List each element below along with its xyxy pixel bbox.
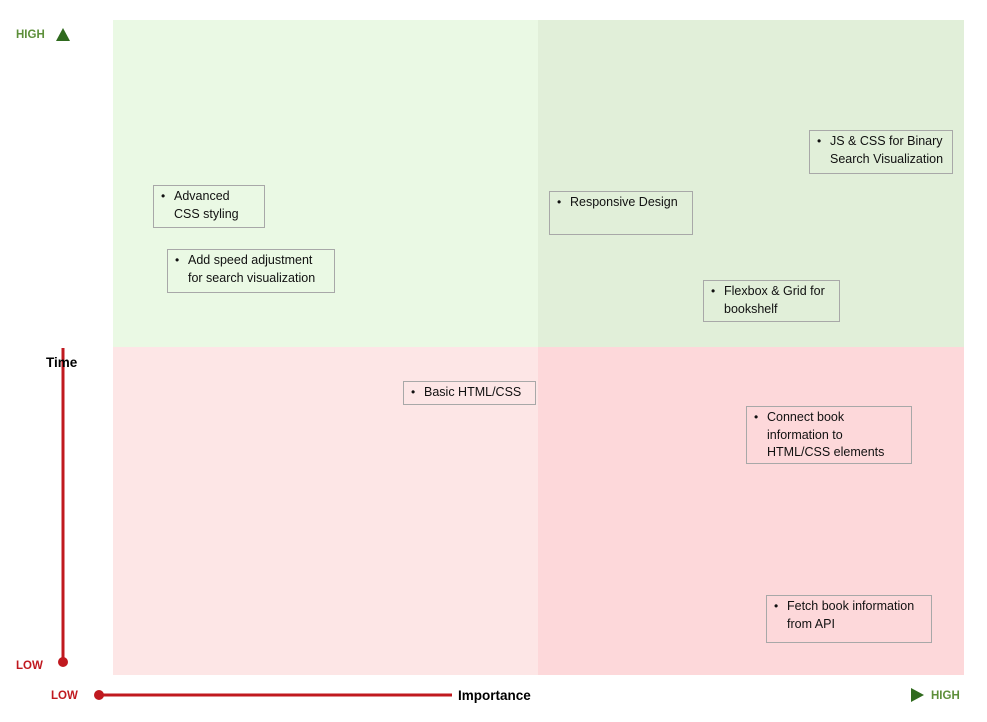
note-fetch-book-information[interactable]: Fetch book information from API xyxy=(766,595,932,643)
note-basic-html-css[interactable]: Basic HTML/CSS xyxy=(403,381,536,405)
y-axis-arrowhead xyxy=(56,28,70,41)
y-axis-high-label: HIGH xyxy=(16,29,45,41)
note-add-speed-adjustment[interactable]: Add speed adjustment for search visualiz… xyxy=(167,249,335,293)
x-axis-title: Importance xyxy=(458,688,531,703)
note-connect-book-information[interactable]: Connect book information to HTML/CSS ele… xyxy=(746,406,912,464)
x-axis-origin-dot xyxy=(94,690,104,700)
x-axis-arrowhead xyxy=(911,688,924,702)
note-advanced-css-styling[interactable]: Advanced CSS styling xyxy=(153,185,265,228)
y-axis-low-label: LOW xyxy=(16,660,43,672)
y-axis-title: Time xyxy=(46,355,78,370)
y-axis-origin-dot xyxy=(58,657,68,667)
note-responsive-design[interactable]: Responsive Design xyxy=(549,191,693,235)
x-axis-low-label: LOW xyxy=(51,690,78,702)
note-flexbox-grid-bookshelf[interactable]: Flexbox & Grid for bookshelf xyxy=(703,280,840,322)
x-axis-high-label: HIGH xyxy=(931,690,960,702)
note-js-css-binary-search[interactable]: JS & CSS for Binary Search Visualization xyxy=(809,130,953,174)
